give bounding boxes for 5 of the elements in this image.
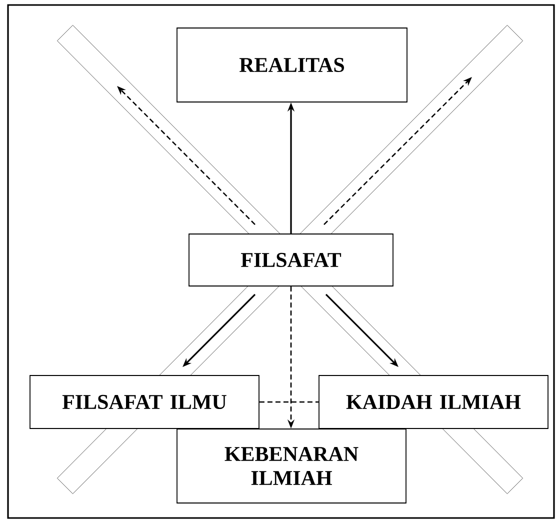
text-box: FILSAFAT <box>188 234 394 286</box>
text-box: REALITAS <box>176 28 408 102</box>
text-box: KEBENARAN ILMIAH <box>176 428 406 504</box>
text-box: KAIDAH ILMIAH <box>318 375 548 429</box>
text-box: FILSAFAT ILMU <box>30 375 260 429</box>
